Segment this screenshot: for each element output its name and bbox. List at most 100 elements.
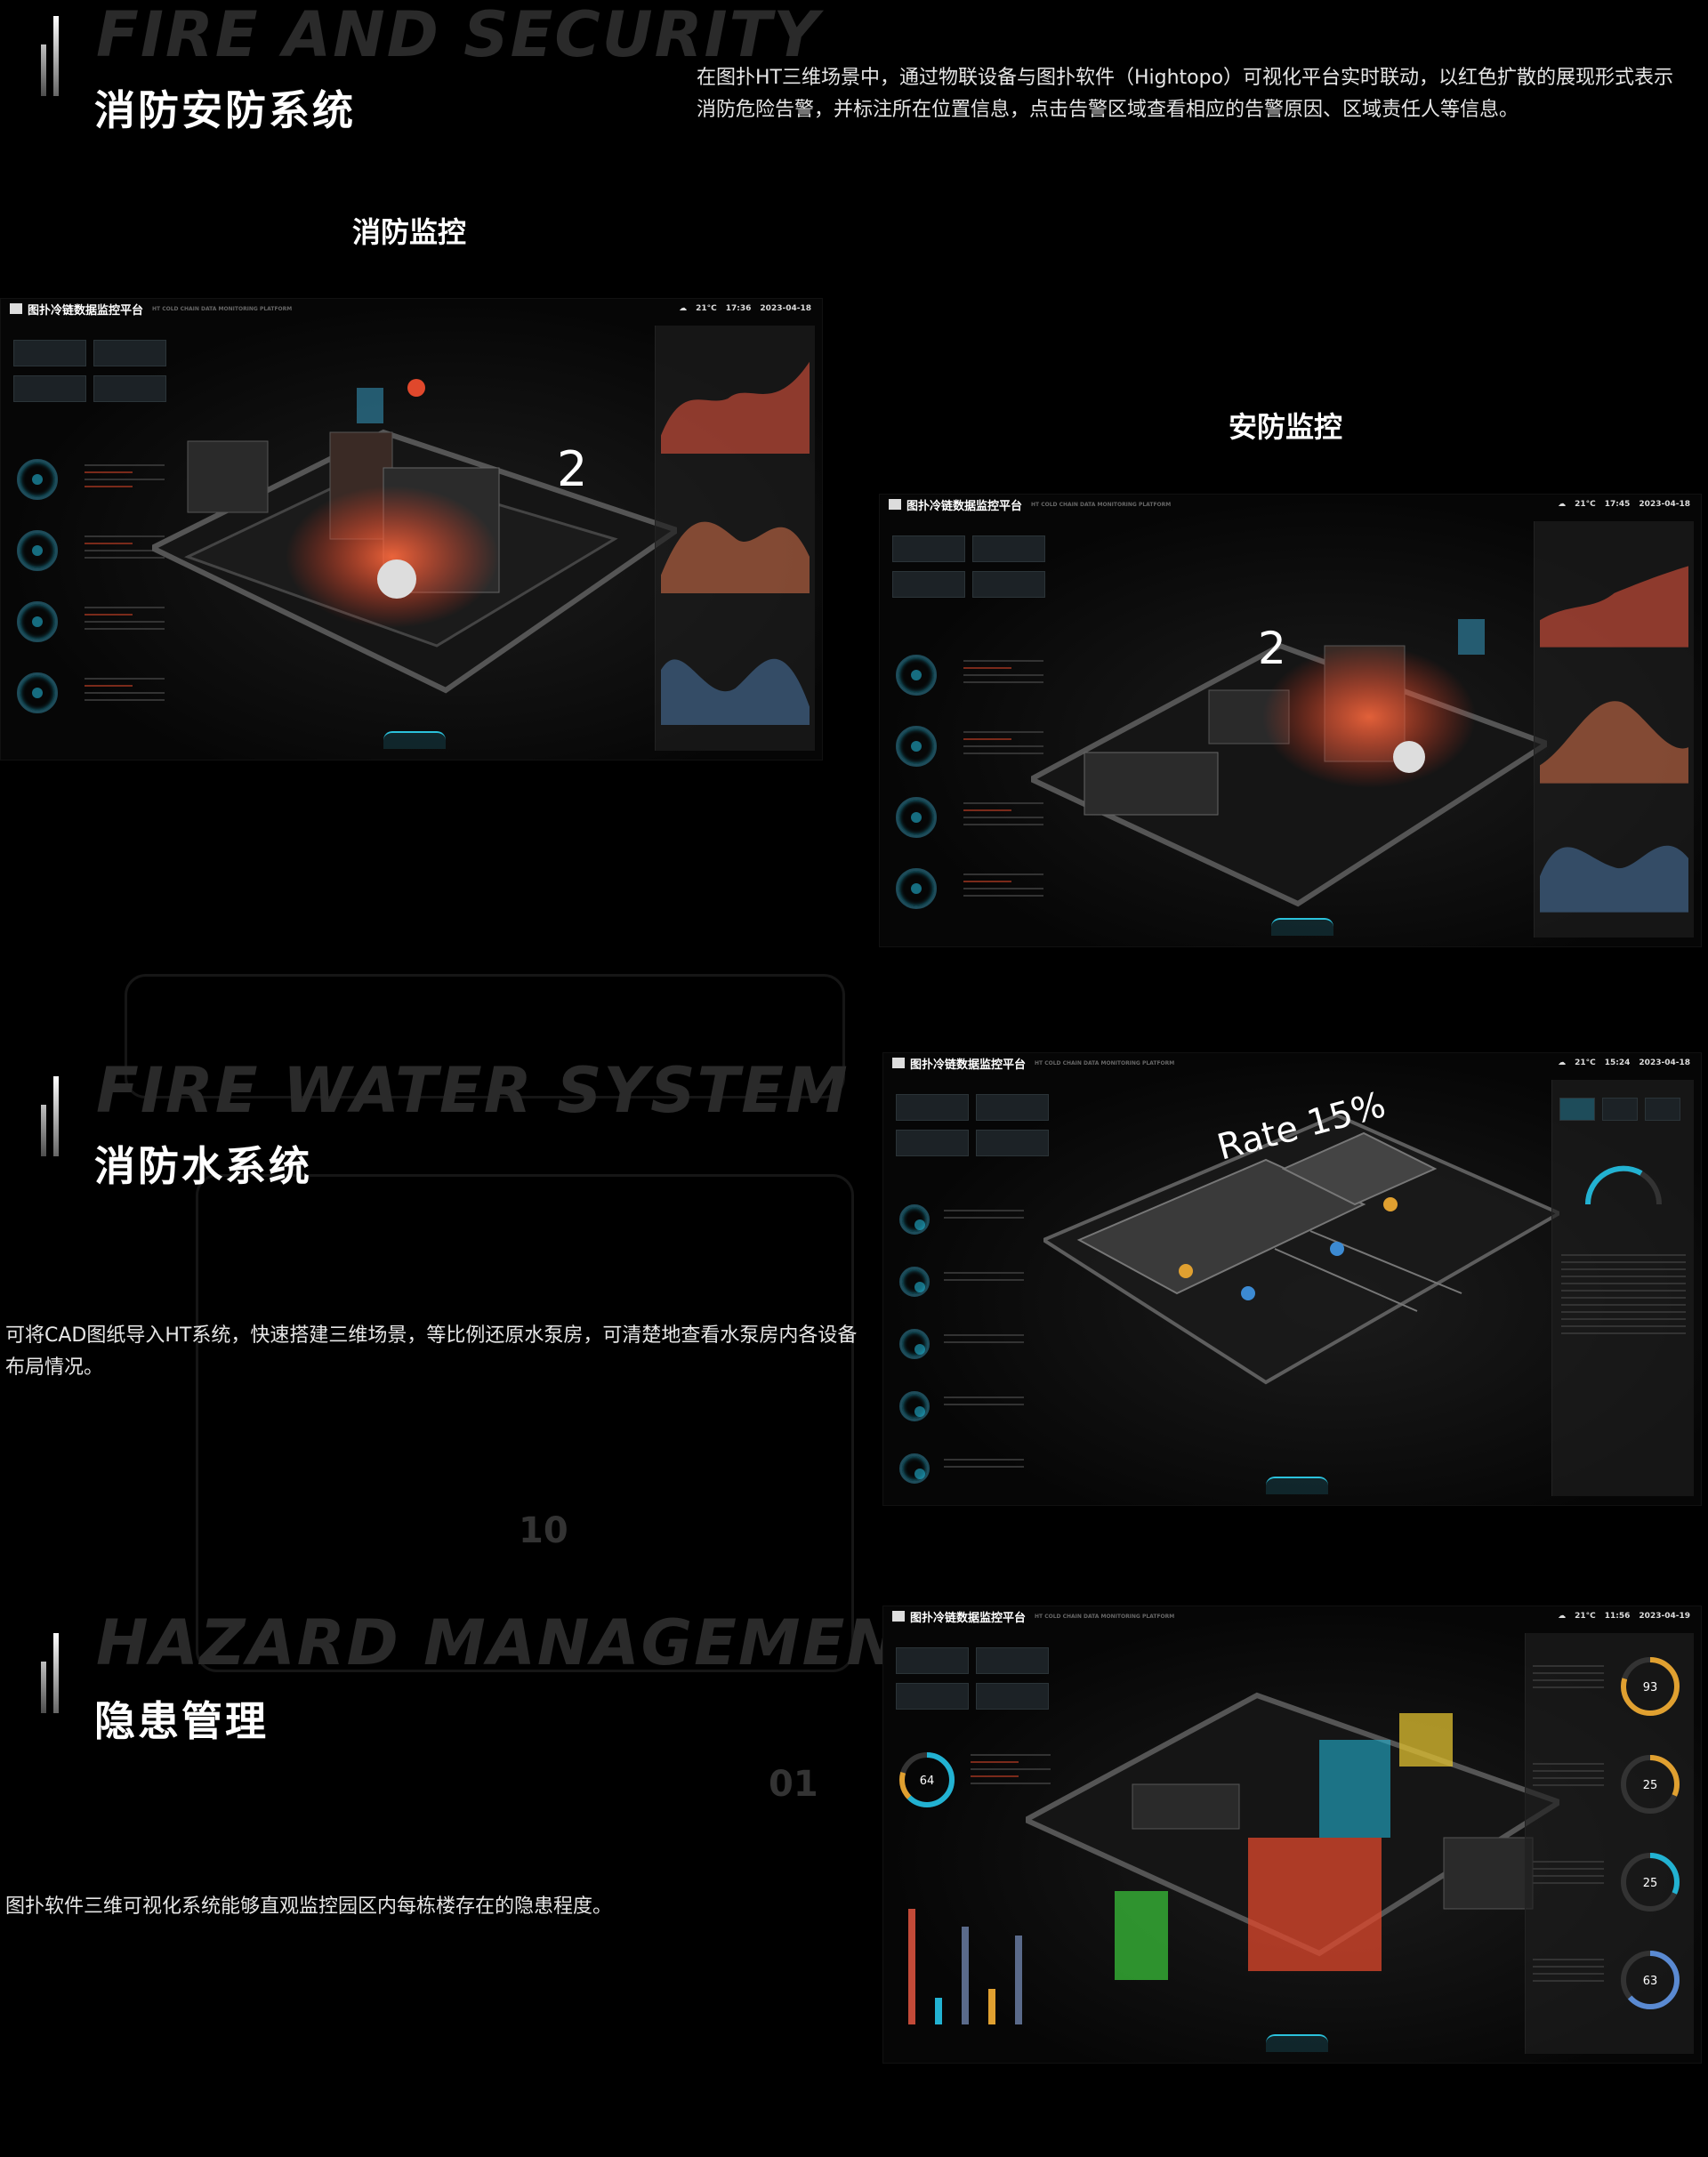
section-description: 图扑软件三维可视化系统能够直观监控园区内每栋楼存在的隐患程度。	[5, 1895, 613, 1918]
platform-header: 图扑冷链数据监控平台 HT COLD CHAIN DATA MONITORING…	[1, 299, 822, 318]
section-marker-bars	[41, 1076, 68, 1156]
security-monitor-screenshot: 图扑冷链数据监控平台 HT COLD CHAIN DATA MONITORING…	[879, 494, 1702, 947]
hazard-bar-chart	[908, 1909, 1022, 2024]
stat-card[interactable]	[1602, 1098, 1638, 1121]
stat-card[interactable]	[972, 535, 1045, 562]
building-gauge: 63	[1621, 1951, 1680, 2009]
hazard-management-screenshot: 图扑冷链数据监控平台 HT COLD CHAIN DATA MONITORING…	[882, 1606, 1702, 2064]
decorative-frame	[196, 1174, 854, 1672]
campus-hazard-3d-scene[interactable]	[1026, 1660, 1559, 2033]
view-switch-button[interactable]	[383, 731, 446, 749]
stat-card[interactable]	[896, 1683, 969, 1710]
platform-title: 图扑冷链数据监控平台	[910, 1611, 1027, 1625]
platform-header: 图扑冷链数据监控平台 HT COLD CHAIN DATA MONITORING…	[880, 495, 1701, 514]
stat-card[interactable]	[892, 535, 965, 562]
device-ring-icon[interactable]	[896, 868, 937, 909]
device-ring-icon[interactable]	[896, 655, 937, 696]
building-high-hazard	[1248, 1838, 1382, 1971]
area-chart[interactable]	[661, 343, 810, 455]
device-ring-icon[interactable]	[17, 672, 58, 713]
stat-card[interactable]	[972, 571, 1045, 598]
fire-monitor-screenshot: 图扑冷链数据监控平台 HT COLD CHAIN DATA MONITORING…	[0, 298, 823, 761]
platform-header: 图扑冷链数据监控平台 HT COLD CHAIN DATA MONITORING…	[883, 1606, 1701, 1626]
section-description: 可将CAD图纸导入HT系统，快速搭建三维场景，等比例还原水泵房，可清楚地查看水泵…	[5, 1324, 858, 1379]
svg-text:63: 63	[1643, 1975, 1658, 1988]
area-chart[interactable]	[661, 483, 810, 594]
weather-icon: ☁	[679, 304, 688, 313]
device-ring-icon[interactable]	[17, 530, 58, 571]
temperature: 21°C	[1575, 1058, 1596, 1067]
campus-3d-scene[interactable]: 2	[152, 352, 677, 744]
section-marker-bars	[41, 1633, 68, 1713]
left-stats-column	[8, 326, 168, 751]
stat-card[interactable]	[93, 375, 166, 402]
building-low-hazard	[1115, 1891, 1168, 1980]
view-switch-button[interactable]	[1266, 1477, 1328, 1494]
pump-room-3d-scene[interactable]: Rate 15%	[1043, 1089, 1559, 1480]
platform-header: 图扑冷链数据监控平台 HT COLD CHAIN DATA MONITORING…	[883, 1053, 1701, 1073]
right-stats-column	[1551, 1080, 1694, 1496]
date: 2023-04-19	[1639, 1612, 1690, 1621]
weather-icon: ☁	[1558, 1612, 1567, 1621]
pump-ring-icon[interactable]	[899, 1391, 930, 1421]
pump-ring-icon[interactable]	[899, 1329, 930, 1359]
svg-text:25: 25	[1643, 1779, 1658, 1792]
weather-icon: ☁	[1558, 500, 1567, 509]
stat-card[interactable]	[896, 1130, 969, 1156]
stat-card[interactable]	[13, 375, 86, 402]
stat-card[interactable]	[892, 571, 965, 598]
device-ring-icon[interactable]	[896, 797, 937, 838]
hazard-gauge-value: 64	[920, 1775, 935, 1788]
area-chart[interactable]	[1540, 539, 1688, 648]
stat-card[interactable]	[976, 1130, 1049, 1156]
alarm-count-marker: 2	[557, 441, 587, 497]
area-chart[interactable]	[1540, 804, 1688, 913]
svg-text:25: 25	[1643, 1877, 1658, 1890]
platform-title: 图扑冷链数据监控平台	[28, 303, 144, 318]
temperature: 21°C	[696, 304, 717, 313]
weather-icon: ☁	[1558, 1058, 1567, 1067]
device-ring-icon[interactable]	[896, 726, 937, 767]
stat-card[interactable]	[13, 340, 86, 366]
section-title-en: FIRE AND SECURITY	[96, 0, 821, 71]
decorative-frame	[125, 974, 845, 1099]
building-gauge: 25	[1621, 1755, 1680, 1814]
date: 2023-04-18	[1639, 1058, 1690, 1067]
clock: 17:45	[1604, 500, 1631, 509]
pump-ring-icon[interactable]	[899, 1204, 930, 1235]
pump-ring-icon[interactable]	[899, 1267, 930, 1297]
right-charts-column	[655, 326, 815, 751]
platform-logo-icon	[892, 1058, 905, 1068]
stat-card[interactable]	[976, 1683, 1049, 1710]
platform-logo-icon	[10, 303, 22, 314]
stat-card[interactable]	[976, 1647, 1049, 1674]
stat-card[interactable]	[1559, 1098, 1595, 1121]
device-ring-icon[interactable]	[17, 459, 58, 500]
stat-card[interactable]	[976, 1094, 1049, 1121]
right-charts-column	[1534, 521, 1694, 938]
section-marker-bars	[41, 16, 68, 96]
section-title-zh: 消防水系统	[94, 1142, 312, 1190]
campus-3d-scene[interactable]: 2	[1031, 584, 1547, 930]
pump-ring-icon[interactable]	[899, 1453, 930, 1484]
date: 2023-04-18	[760, 304, 811, 313]
view-switch-button[interactable]	[1271, 918, 1333, 936]
hazard-gauge: 64	[899, 1752, 955, 1807]
stat-card[interactable]	[896, 1094, 969, 1121]
right-gauges-column: 93 25 25 63	[1525, 1633, 1694, 2054]
section-title-en: HAZARD MANAGEMENT	[96, 1606, 945, 1679]
clock: 15:24	[1604, 1058, 1631, 1067]
stat-card[interactable]	[93, 340, 166, 366]
view-switch-button[interactable]	[1266, 2034, 1328, 2052]
date: 2023-04-18	[1639, 500, 1690, 509]
area-chart[interactable]	[1540, 675, 1688, 784]
clock: 17:36	[725, 304, 752, 313]
device-ring-icon[interactable]	[17, 601, 58, 642]
stat-card[interactable]	[896, 1647, 969, 1674]
platform-title: 图扑冷链数据监控平台	[910, 1058, 1027, 1072]
left-stats-column	[887, 521, 1047, 938]
stat-card[interactable]	[1645, 1098, 1680, 1121]
area-chart[interactable]	[661, 615, 810, 726]
temperature: 21°C	[1575, 500, 1596, 509]
building-medium-hazard	[1319, 1740, 1390, 1838]
